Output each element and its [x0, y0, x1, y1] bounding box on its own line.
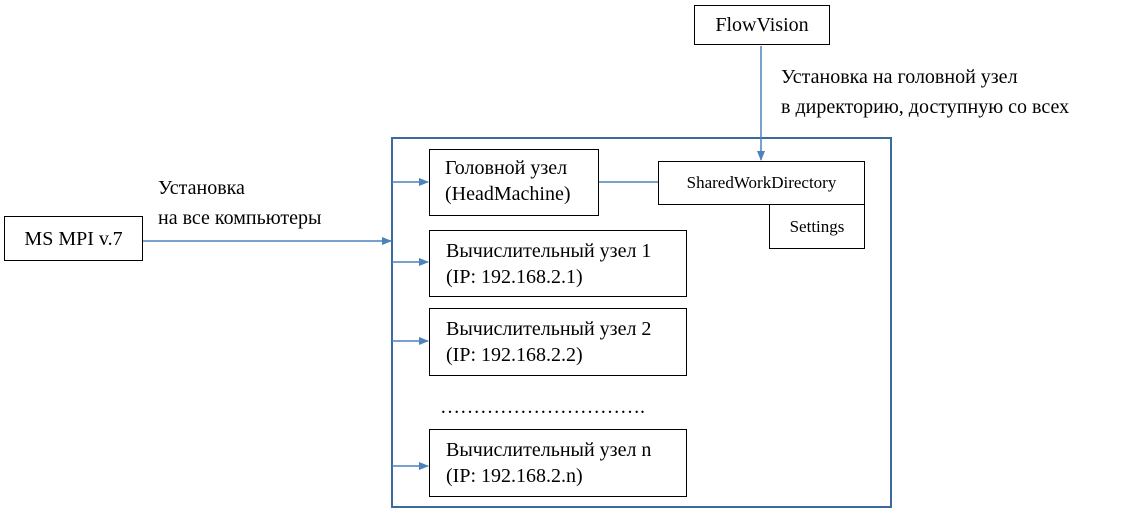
- compute-node-name: Вычислительный узел 1: [446, 240, 652, 262]
- compute-node-ip: (IP: 192.168.2.1): [446, 266, 583, 288]
- compute-node-box: Вычислительный узел n (IP: 192.168.2.n): [429, 429, 687, 497]
- all-install-note-line1: Установка: [158, 177, 245, 199]
- head-node-line1: Головной узел: [445, 157, 568, 179]
- compute-node-name: Вычислительный узел 2: [446, 318, 652, 340]
- shared-dir-box: SharedWorkDirectory: [658, 161, 865, 205]
- head-node-box: Головной узел (HeadMachine): [429, 149, 599, 216]
- compute-node-box: Вычислительный узел 2 (IP: 192.168.2.2): [429, 308, 687, 376]
- head-install-note-line1: Установка на головной узел: [781, 66, 1018, 88]
- flowvision-label: FlowVision: [715, 14, 809, 36]
- settings-label: Settings: [789, 217, 845, 236]
- flowvision-box: FlowVision: [694, 5, 830, 45]
- msmpi-label: MS MPI v.7: [24, 228, 123, 250]
- settings-box: Settings: [769, 204, 865, 249]
- head-node-line2: (HeadMachine): [445, 183, 571, 205]
- head-install-note: Установка на головной узел в директорию,…: [781, 62, 1069, 122]
- compute-node-ip: (IP: 192.168.2.2): [446, 344, 583, 366]
- msmpi-box: MS MPI v.7: [4, 216, 143, 261]
- all-install-note-line2: на все компьютеры: [158, 207, 322, 229]
- compute-node-ip: (IP: 192.168.2.n): [446, 465, 583, 487]
- nodes-ellipsis: ………………………….: [440, 396, 645, 418]
- compute-node-box: Вычислительный узел 1 (IP: 192.168.2.1): [429, 230, 687, 297]
- head-install-note-line2: в директорию, доступную со всех: [781, 96, 1070, 118]
- all-install-note: Установка на все компьютеры: [158, 173, 321, 233]
- shared-dir-label: SharedWorkDirectory: [686, 173, 837, 192]
- compute-node-name: Вычислительный узел n: [446, 439, 652, 461]
